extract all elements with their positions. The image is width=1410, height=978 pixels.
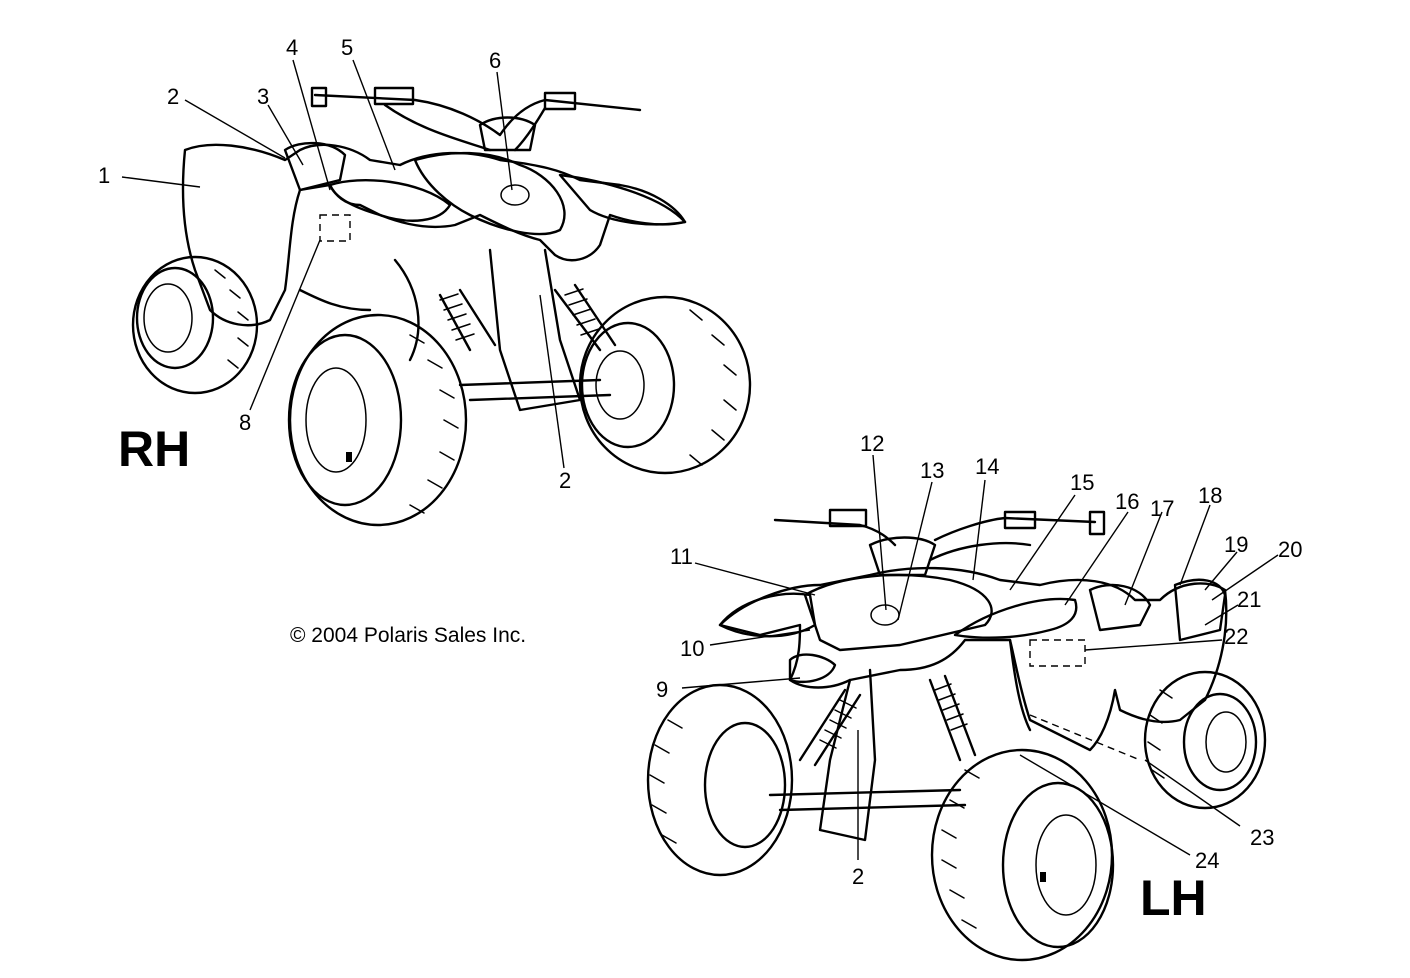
callout-2: 2 [167,84,179,109]
callout-18: 18 [1198,483,1222,508]
callout-6: 6 [489,48,501,73]
callout-12: 12 [860,431,884,456]
callout-1: 1 [98,163,110,188]
callout-24: 24 [1195,848,1219,873]
callout-15: 15 [1070,470,1094,495]
lh-front-wheel-near [646,683,794,877]
callout-10: 10 [680,636,704,661]
rh-callouts: 1 2 3 4 5 6 2 8 [98,35,571,493]
view-label-lh: LH [1140,870,1207,926]
callout-13: 13 [920,458,944,483]
rh-front-wheel-far [578,295,752,475]
callout-21: 21 [1237,587,1261,612]
lh-front-wheel-far [930,748,1115,962]
rh-leader-lines [121,59,565,469]
callout-14: 14 [975,454,999,479]
atv-left-view-drawing [646,508,1267,962]
callout-4: 4 [286,35,298,60]
rh-front-wheel-near [287,313,468,527]
lh-callouts: 9 10 11 12 13 14 15 16 17 18 19 20 21 22… [656,431,1302,889]
callout-17: 17 [1150,496,1174,521]
lh-rear-wheel [1143,670,1267,810]
callout-9: 9 [656,677,668,702]
callout-3: 3 [257,84,269,109]
callout-19: 19 [1224,532,1248,557]
copyright-notice: © 2004 Polaris Sales Inc. [290,624,526,647]
view-label-rh: RH [118,421,190,477]
lh-leader-lines [681,454,1279,860]
atv-right-view-drawing [131,86,752,527]
callout-2-bottom: 2 [559,468,571,493]
callout-11: 11 [670,544,693,569]
callout-23: 23 [1250,825,1274,850]
callout-16: 16 [1115,489,1139,514]
callout-8: 8 [239,410,251,435]
callout-2-lh: 2 [852,864,864,889]
callout-22: 22 [1224,624,1248,649]
callout-20: 20 [1278,537,1302,562]
callout-5: 5 [341,35,353,60]
